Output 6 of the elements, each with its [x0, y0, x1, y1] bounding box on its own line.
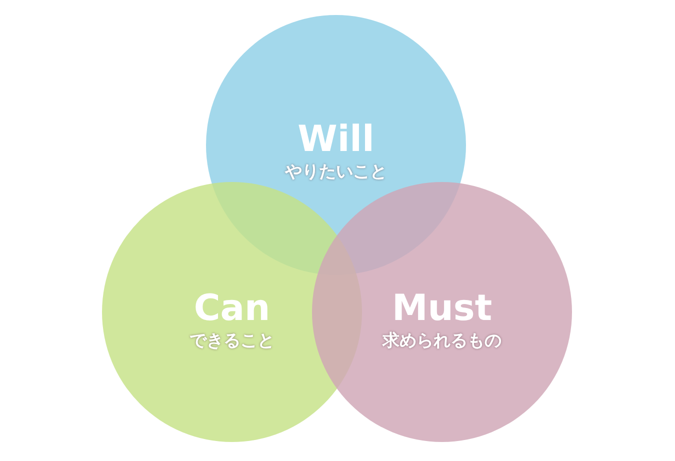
circle-subtitle: やりたいこと [284, 162, 388, 182]
circle-subtitle: できること [188, 331, 276, 351]
circle-title: Will [296, 120, 376, 160]
circle-title: Must [390, 289, 494, 329]
circle-subtitle: 求められるもの [381, 331, 502, 351]
circle-title: Can [192, 289, 272, 329]
